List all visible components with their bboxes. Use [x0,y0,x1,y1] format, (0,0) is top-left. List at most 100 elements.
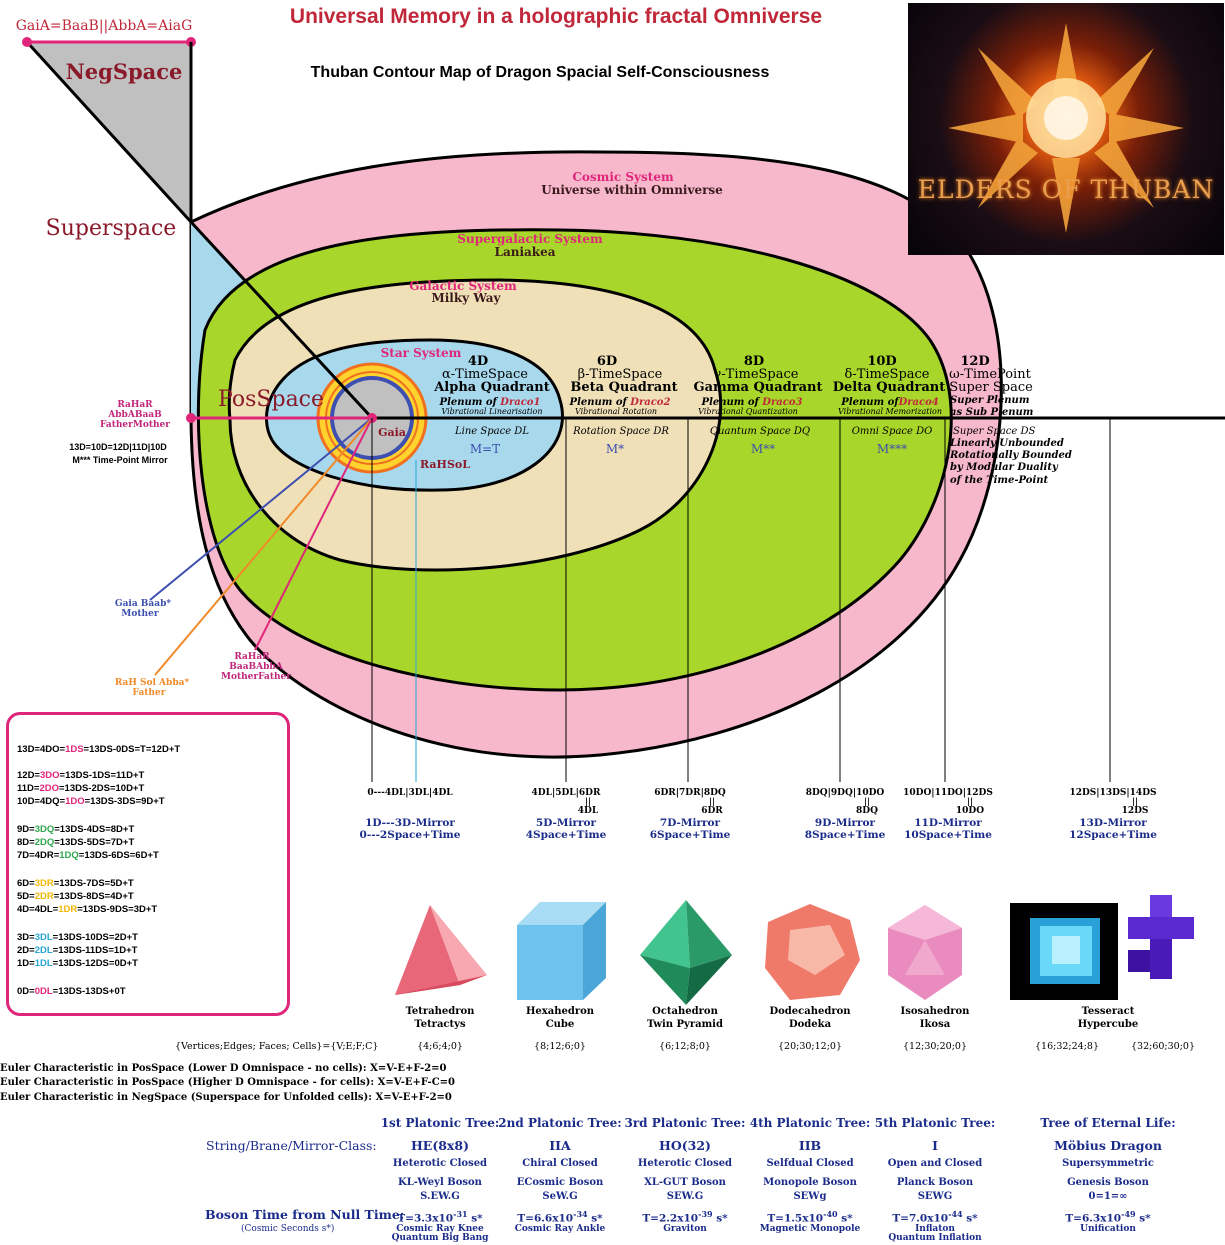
tree-heading: 3rd Platonic Tree: [624,1116,746,1130]
tree-boson: Monopole Boson [763,1177,857,1188]
equation-suffix: =13DS-3DS=9D+T [84,796,165,807]
svg-text:by Modular Duality: by Modular Duality [950,462,1059,473]
father-mother-label: RaHaR AbbABaaB FatherMother [100,400,170,430]
tree-heading: 5th Platonic Tree: [874,1116,996,1130]
svg-text:10D: 10D [867,354,896,369]
svg-text:Plenum of Draco3: Plenum of Draco3 [701,397,803,408]
tree-note: Cosmic Ray Ankle [514,1224,606,1234]
time-exponent: -44 [948,1209,963,1219]
equation-prefix: 2D= [17,945,35,956]
tree-note: Inflaton [915,1224,955,1234]
tree-note-2: Quantum Inflation [888,1233,982,1243]
axis-dimension-label: 6DR|7DR|8DQ [654,788,726,798]
tree-class: Möbius Dragon [1054,1138,1162,1153]
dimension-equation: 7D=4DR=1DQ=13DS-6DS=6D+T [17,850,159,861]
euler-line-3: Euler Characteristic in NegSpace (Supers… [0,1092,452,1103]
logo-text: ELDERS OF THUBAN [917,175,1215,204]
svg-text:RaHaR: RaHaR [234,652,270,662]
dimension-equations-box: 13D=4DO=1DS=13DS-0DS=T=12D+T 12D=3DO =13DS… [6,712,290,1016]
dimension-equation: 6D=3DR=13DS-7DS=5D+T [17,878,134,889]
tree-time: T=2.2x10-39 s* [615,1209,755,1225]
svg-text:Plenum ofDraco4: Plenum ofDraco4 [840,397,938,408]
tree-note-2: Quantum Big Bang [391,1233,489,1243]
solid-alt-name: Ikosa [919,1019,951,1030]
solid-vef: {4;6;4;0} [417,1041,463,1052]
svg-text:Quantum Space DQ: Quantum Space DQ [710,426,810,437]
hexahedron-icon [517,902,606,1000]
axis-labels: 0---4DL|3DL|4DL1D---3D-Mirror0---2Space+… [360,788,1158,841]
time-unit: s* [587,1212,603,1225]
hypercube-icon [1128,895,1194,979]
cosmic-seconds-label: (Cosmic Seconds s*) [241,1224,335,1234]
axis-mirror-label: 7D-Mirror [660,817,721,829]
equation-prefix: 3D= [17,932,35,943]
svg-text:Vibrational Quantization: Vibrational Quantization [698,407,798,416]
equation-prefix: 10D=4DQ= [17,796,66,807]
solid-vef: {8;12;6;0} [534,1041,586,1052]
axis-space-label: 10Space+Time [904,829,992,841]
negspace-label: NegSpace [66,59,183,84]
dimension-equation: 5D=2DR=13DS-8DS=4D+T [17,891,134,902]
axis-sub-dimension: 12DS [1122,806,1149,816]
time-base: T=6.3x10 [1065,1212,1122,1225]
svg-text:12D: 12D [960,354,989,369]
quadrant-delta: 10D δ-TimeSpace Delta Quadrant Plenum of… [833,354,945,456]
dimension-equation: 13D=4DO=1DS=13DS-0DS=T=12D+T [17,744,180,755]
axis-mirror-label: 13D-Mirror [1079,817,1147,829]
solid-name: Tesseract [1081,1006,1135,1017]
axis-dimension-label: 10DO|11DO|12DS [903,788,993,798]
supergalactic-sublabel: Laniakea [495,245,556,259]
equation-prefix: 12D= [17,770,40,781]
solid-name: Tetrahedron [405,1006,475,1017]
tree-heading: 2nd Platonic Tree: [498,1116,622,1130]
svg-text:Gaia Baab*: Gaia Baab* [115,599,171,609]
cosmic-system-label: Cosmic System [572,170,674,184]
vef-caption: {Vertices;Edges; Faces; Cells}={V;E;F;C} [175,1041,379,1052]
tesseract-icon [1010,903,1118,1000]
svg-text:MotherFather: MotherFather [221,672,291,682]
tree-heading: Tree of Eternal Life: [1040,1116,1176,1130]
time-exponent: -34 [573,1209,588,1219]
solid-alt-name: Dodeka [788,1019,832,1030]
tree-boson: XL-GUT Boson [644,1177,726,1188]
rah-father-label: RaH Sol Abba* Father [115,678,190,698]
equation-prefix: 6D= [17,878,35,889]
tree-time: T=6.3x10-49 s* [1038,1209,1178,1225]
svg-text:M*** Time-Point Mirror: M*** Time-Point Mirror [72,455,168,465]
solid-vef: {20;30;12;0} [778,1041,842,1052]
axis-mirror-label: 11D-Mirror [914,817,982,829]
equation-highlight: 3DL [34,932,53,943]
tree-class: HE(8x8) [410,1138,469,1153]
tree-code: SEW.G [666,1191,704,1202]
gaia-mother-label: Gaia Baab* Mother [115,599,171,619]
svg-text:M*: M* [606,442,624,456]
svg-text:4D: 4D [468,354,488,369]
dimension-equation: 3D=3DL=13DS-10DS=2D+T [17,932,138,943]
time-unit: s* [837,1212,853,1225]
svg-text:Vibrational Memorization: Vibrational Memorization [838,407,942,416]
tree-subclass: Chiral Closed [522,1158,598,1169]
equation-highlight: 1DO [65,796,85,807]
gaia-label: Gaia [378,426,406,439]
svg-text:6D: 6D [597,354,617,369]
tree-boson: KL-Weyl Boson [398,1177,482,1188]
equation-suffix: =13DS-10DS=2D+T [52,932,138,943]
hypercube-vef: {32;60;30;0} [1131,1041,1195,1052]
euler-line-2: Euler Characteristic in PosSpace (Higher… [0,1077,455,1088]
dimension-equation: 0D=0DL=13DS-13DS+0T [17,986,126,997]
axis-space-label: 8Space+Time [805,829,886,841]
axis-mirror-label: 9D-Mirror [815,817,876,829]
equation-highlight: 3DO [39,770,60,781]
time-point-mirror-label: 13D=10D=12D|11D|10D M*** Time-Point Mirr… [69,442,168,465]
tree-note: Unification [1080,1224,1136,1234]
quadrant-beta: 6D β-TimeSpace Beta Quadrant Plenum of D… [569,354,678,456]
axis-space-label: 0---2Space+Time [360,829,461,841]
svg-text:M***: M*** [877,442,907,456]
equation-prefix: 9D= [17,824,35,835]
equation-highlight: 1DQ [59,850,79,861]
svg-text:Super Space: Super Space [949,380,1033,395]
svg-text:Plenum of Draco1: Plenum of Draco1 [439,397,541,408]
equation-highlight: 2DO [39,783,59,794]
tree-code: S.EW.G [420,1191,460,1202]
